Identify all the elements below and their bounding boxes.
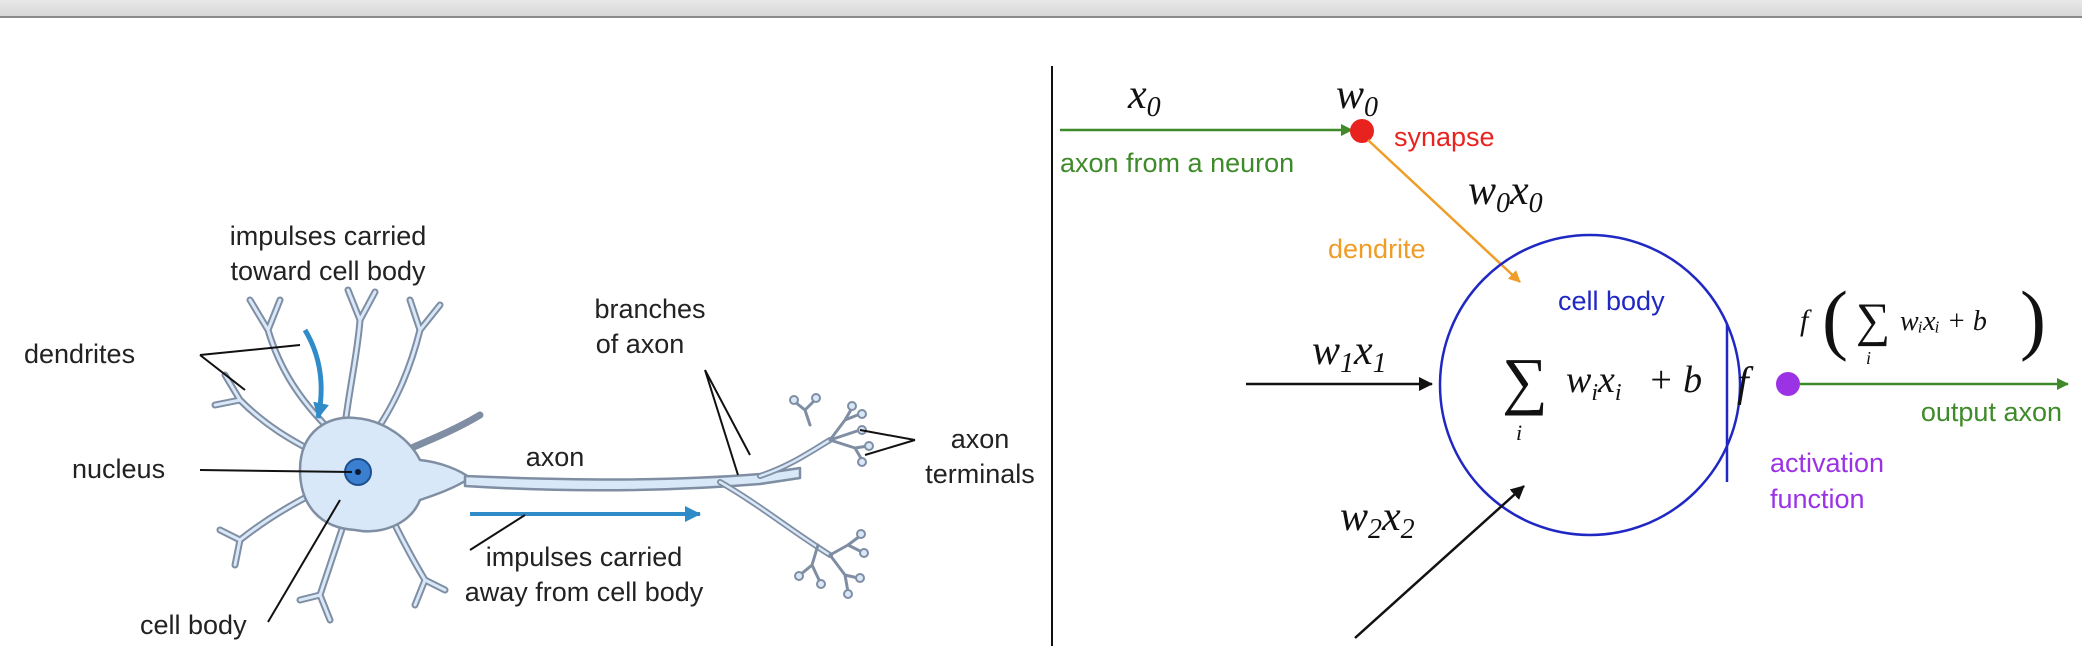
w1x1-label: w1x1 (1312, 328, 1387, 379)
sum-index: i (1516, 420, 1522, 445)
axon-terminals-label-line1: axon (951, 424, 1010, 454)
output-formula-sum: ∑ (1856, 294, 1890, 347)
axon-from-neuron-label: axon from a neuron (1060, 148, 1294, 178)
terminal-bulbs (789, 393, 874, 599)
biological-neuron-panel: dendrites impulses carried toward cell b… (24, 221, 1035, 640)
w2x2-input-arrow (1354, 485, 1525, 639)
activation-f: f (1737, 360, 1754, 406)
x0-label: x0 (1127, 72, 1161, 123)
mathematical-model-panel: x0 w0 synapse axon from a neuron w0x0 de… (1060, 72, 2069, 639)
output-formula-index: i (1866, 348, 1871, 368)
dendrites-label: dendrites (24, 339, 135, 369)
impulses-toward-label-line1: impulses carried (230, 221, 427, 251)
sum-term: wixi (1566, 359, 1622, 406)
neuron-drawing (211, 286, 874, 624)
output-formula-paren-close: ) (2020, 275, 2046, 362)
synapse-label: synapse (1394, 122, 1495, 152)
impulses-away-label-line2: away from cell body (465, 577, 704, 607)
sum-plus-b: + b (1648, 359, 1702, 401)
dendrite-arrow (1367, 139, 1521, 283)
w0-label: w0 (1336, 72, 1378, 123)
axon-shape (463, 466, 802, 492)
axon-terminals-label-line2: terminals (925, 459, 1035, 489)
branches-of-axon-label-line1: branches (594, 294, 705, 324)
activation-label-line1: activation (1770, 448, 1884, 478)
w2x2-label: w2x2 (1340, 494, 1415, 545)
impulse-toward-arrow (302, 328, 329, 419)
output-formula-term: wᵢxᵢ + b (1900, 306, 1987, 337)
nucleus-label: nucleus (72, 454, 165, 484)
leader-lines (199, 344, 916, 623)
branches-of-axon-label-line2: of axon (596, 329, 685, 359)
synapse-dot (1350, 119, 1374, 143)
impulses-toward-label-line2: toward cell body (230, 256, 426, 286)
activation-label-line2: function (1770, 484, 1865, 514)
sum-symbol: ∑ (1502, 345, 1548, 416)
output-formula-paren-open: ( (1822, 275, 1848, 362)
cell-body-label: cell body (140, 610, 247, 640)
cell-body-model-label: cell body (1558, 286, 1665, 316)
w0x0-label: w0x0 (1468, 168, 1543, 219)
output-axon-label: output axon (1921, 397, 2062, 427)
output-formula-f: f (1800, 304, 1812, 337)
cell-body-circle (1438, 233, 1742, 537)
dendrite-label: dendrite (1328, 234, 1426, 264)
impulses-away-label-line1: impulses carried (486, 542, 683, 572)
axon-branch-shapes (717, 437, 833, 558)
top-band (0, 0, 2082, 18)
activation-dot (1776, 372, 1800, 396)
nucleus-center (355, 469, 361, 475)
axon-label: axon (526, 442, 585, 472)
